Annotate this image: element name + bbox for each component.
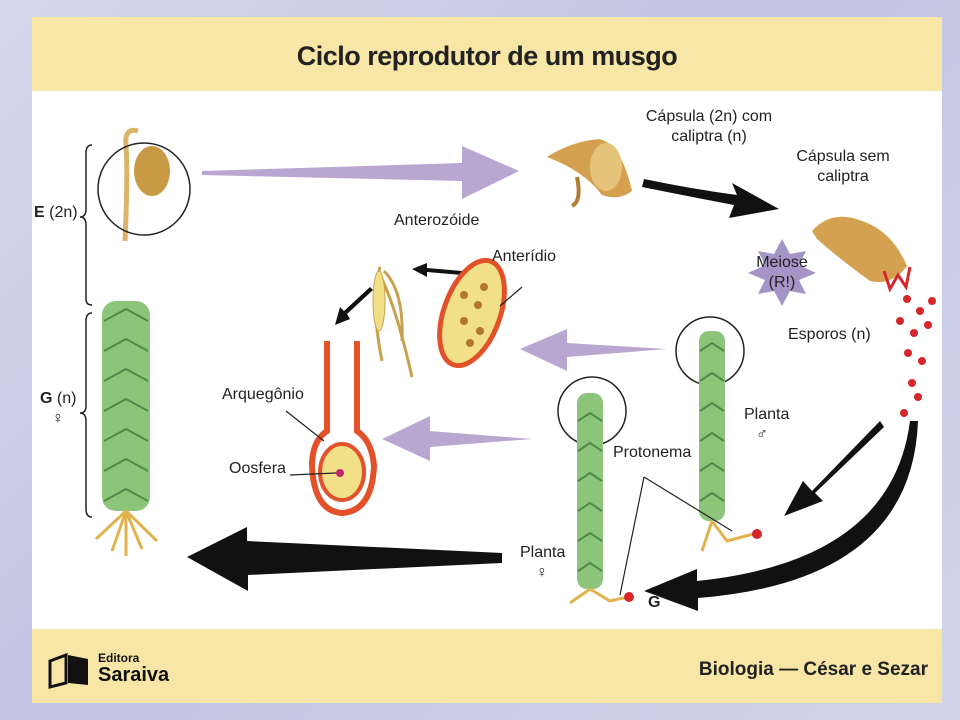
label-g-bottom: G [648, 594, 661, 611]
label-meiose-line2: (R!) [768, 274, 796, 291]
female-symbol-left-icon: ♀ [52, 410, 64, 427]
capsule-without-calyptra [812, 216, 912, 293]
male-plant [675, 316, 762, 552]
anteridio-drawing [437, 257, 507, 369]
label-e-letter: E [34, 204, 45, 221]
pointer-oosfera [289, 472, 337, 476]
footer-band: Editora Saraiva Biologia — César e Sezar [32, 629, 942, 703]
pointer-protonema-male [643, 476, 733, 532]
book-icon [48, 652, 88, 689]
label-protonema: Protonema [613, 444, 692, 461]
dark-arrow-capsule [642, 179, 779, 218]
label-capsula-sem-line2: caliptra [817, 168, 869, 185]
diagram-title: Ciclo reprodutor de um musgo [296, 41, 678, 71]
male-symbol-icon: ♂ [756, 426, 768, 443]
arrow-anteridio-to-anterozoide [412, 263, 462, 277]
label-meiose-line1: Meiose [756, 254, 808, 271]
female-symbol-icon: ♀ [536, 564, 548, 581]
label-anterozoide: Anterozóide [394, 212, 480, 229]
logo-editora-text: Editora [98, 651, 140, 665]
lilac-arrow-top [202, 146, 519, 199]
label-planta-fem-text: Planta [520, 544, 566, 561]
editora-saraiva-logo: Editora Saraiva [44, 649, 184, 689]
lilac-arrow-to-arquegonio [382, 416, 532, 461]
capsule-with-calyptra [547, 139, 632, 208]
dark-arrow-spores-to-g [644, 421, 918, 611]
label-planta-masculina: Planta ♂ [744, 405, 789, 445]
brace-e [79, 144, 93, 306]
female-plant [557, 376, 634, 605]
spores [896, 295, 936, 417]
label-g-n: G (n) ♀ [40, 389, 76, 429]
label-capsula-com-line2: caliptra (n) [671, 128, 747, 145]
label-capsula-sem-caliptra: Cápsula sem caliptra [788, 147, 898, 187]
diagram-canvas [79, 127, 936, 611]
arquegonio-drawing [308, 341, 378, 517]
label-planta-masc-text: Planta [744, 406, 790, 423]
label-g-left-letter: G [40, 390, 53, 407]
label-anteridio: Anterídio [492, 248, 557, 265]
header-band: Ciclo reprodutor de um musgo [32, 17, 942, 91]
label-planta-feminina: Planta ♀ [520, 543, 565, 583]
pointer-arquegonio [285, 410, 325, 442]
label-e-2n: E (2n) [34, 203, 78, 223]
label-capsula-sem-line1: Cápsula sem [796, 148, 890, 165]
pointer-anteridio [499, 286, 523, 307]
slide-panel: Ciclo reprodutor de um musgo [32, 17, 942, 703]
label-capsula-com-line1: Cápsula (2n) com [645, 108, 773, 125]
label-capsula-com-caliptra: Cápsula (2n) com caliptra (n) [640, 107, 778, 147]
book-credit: Biologia — César e Sezar [698, 659, 928, 680]
label-oosfera: Oosfera [229, 460, 286, 477]
lilac-arrow-to-anteridio [520, 329, 667, 371]
dark-arrow-to-left-plant [187, 527, 502, 591]
label-e-ploidy: (2n) [49, 204, 78, 221]
label-esporos: Esporos (n) [788, 326, 871, 343]
label-meiose: Meiose (R!) [744, 253, 820, 293]
label-arquegonio: Arquegônio [222, 386, 304, 403]
left-plant [94, 127, 191, 556]
dark-arrow-spores-to-male [784, 421, 884, 516]
arrow-anterozoide-to-arquegonio [335, 287, 373, 325]
meiose-star [748, 239, 816, 306]
label-g-left-ploidy: (n) [56, 390, 77, 407]
pointer-protonema-female [619, 476, 645, 596]
logo-saraiva-text: Saraiva [98, 664, 170, 686]
brace-g [79, 312, 93, 518]
